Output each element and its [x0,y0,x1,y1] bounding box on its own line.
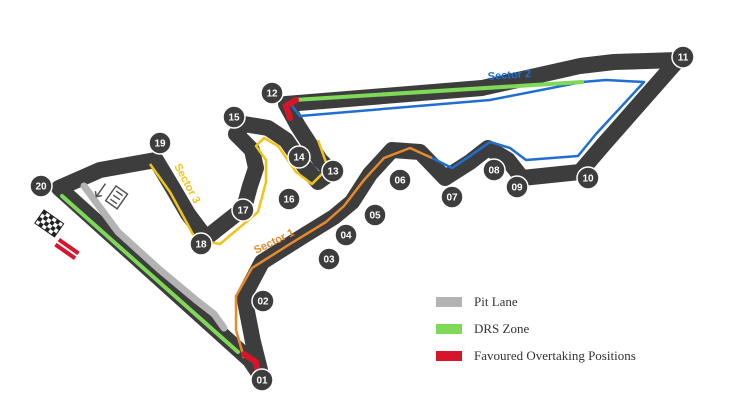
chequered-flag-icon [34,209,65,238]
pit-lane [80,182,228,332]
legend-swatch [436,350,462,361]
turn-number: 16 [283,195,295,206]
turn-marker-14: 14 [287,145,311,169]
turn-number: 15 [228,113,240,124]
turn-marker-12: 12 [260,81,284,105]
legend: Pit Lane DRS Zone Favoured Overtaking Po… [436,288,726,369]
sector-2-label: Sector 2 [487,68,531,83]
turn-number: 09 [511,183,523,194]
turn-number: 05 [369,211,381,222]
legend-item-drs-zone: DRS Zone [436,315,726,342]
turn-marker-19: 19 [148,131,172,155]
turn-marker-09: 09 [505,175,529,199]
drs-zone-main-straight [60,194,240,354]
turn-number: 12 [266,89,278,100]
turn-number: 08 [488,166,500,177]
turn-number: 18 [195,240,207,251]
drs-zone-back-straight [292,80,584,102]
turn-number: 20 [35,182,47,193]
turn-number: 03 [323,255,335,266]
turn-number: 02 [257,297,269,308]
turn-marker-08: 08 [482,158,506,182]
legend-label: Favoured Overtaking Positions [474,347,636,363]
turn-marker-11: 11 [671,45,695,69]
turn-marker-01: 01 [250,368,274,392]
turn-number: 10 [582,174,594,185]
sector-3-line [148,136,330,246]
track-main [51,52,686,386]
turn-marker-16: 16 [277,187,301,211]
turn-number: 14 [293,153,305,164]
legend-item-pit-lane: Pit Lane [436,288,726,315]
turn-markers: 01 02 03 04 05 06 07 08 09 10 11 12 13 14 15 16 17 18 19 20 [29,45,695,392]
turn-marker-07: 07 [440,185,464,209]
turn-marker-15: 15 [222,105,246,129]
turn-marker-18: 18 [189,232,213,256]
overtaking-position-turn-12 [282,97,299,121]
turn-number: 04 [340,231,352,242]
turn-marker-20: 20 [29,174,53,198]
turn-marker-02: 02 [251,289,275,313]
turn-marker-04: 04 [334,223,358,247]
turn-number: 07 [446,193,458,204]
sector-2-line [291,78,646,170]
legend-swatch [436,296,462,307]
legend-label: Pit Lane [474,293,518,309]
sector-1-line [234,146,433,359]
legend-item-overtaking: Favoured Overtaking Positions [436,342,726,369]
legend-swatch [436,323,462,334]
starting-grid-icon [54,238,80,260]
turn-marker-17: 17 [231,198,255,222]
turn-number: 13 [327,167,339,178]
turn-number: 11 [678,53,689,64]
turn-marker-06: 06 [388,168,412,192]
turn-number: 17 [237,206,249,217]
turn-marker-03: 03 [317,247,341,271]
turn-number: 01 [256,376,268,387]
pit-garage-car-icon [94,183,129,210]
turn-number: 19 [154,139,166,150]
turn-marker-05: 05 [363,203,387,227]
turn-number: 06 [394,176,406,187]
turn-marker-10: 10 [576,166,600,190]
turn-marker-13: 13 [321,159,345,183]
legend-label: DRS Zone [474,320,530,336]
